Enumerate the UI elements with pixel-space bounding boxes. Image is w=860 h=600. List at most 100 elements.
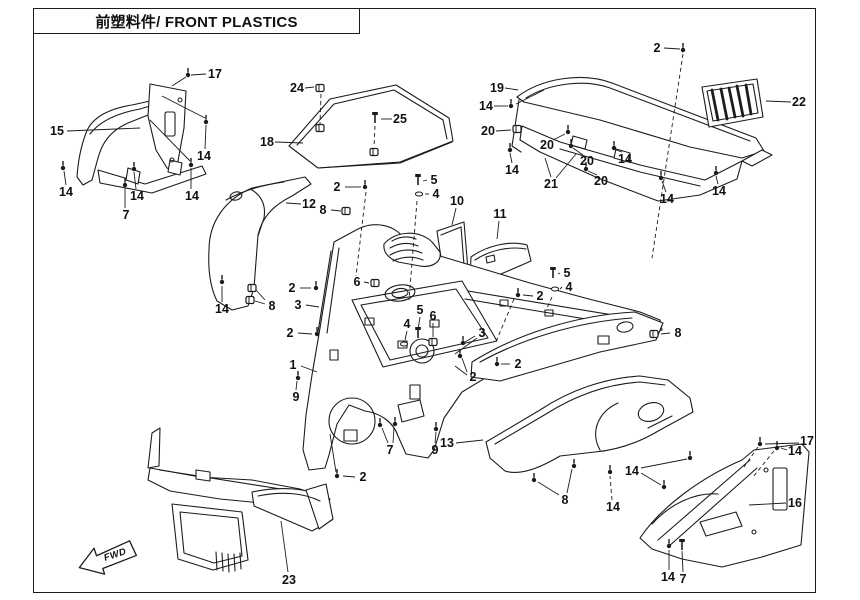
part-detail-ellipse [616, 321, 634, 333]
callout-23: 23 [282, 573, 296, 587]
leader-line [204, 124, 207, 150]
callout-24: 24 [290, 81, 304, 95]
callout-1: 1 [290, 358, 297, 372]
callout-14: 14 [788, 444, 802, 458]
part-outline [597, 335, 610, 345]
part-outline [727, 86, 737, 119]
fastener-clip-icon [247, 283, 257, 293]
callout-2: 2 [515, 357, 522, 371]
callout-14: 14 [606, 500, 620, 514]
leader-line [63, 170, 67, 186]
part-outline [639, 443, 810, 568]
part-detail-circle [751, 529, 757, 535]
fastener-screw-icon [611, 141, 617, 151]
part-outline [559, 148, 701, 187]
leader-line [537, 481, 560, 496]
leader-line [522, 294, 534, 297]
fastener-bolt-icon [415, 327, 421, 338]
part-outline [251, 189, 266, 237]
leader-line [300, 365, 318, 373]
part-outline [76, 95, 179, 186]
leader-line [342, 475, 356, 478]
part-outline [147, 427, 161, 469]
fastener-bolt-icon [679, 539, 685, 550]
part-detail-ellipse [229, 191, 243, 201]
fastener-screw-icon [457, 349, 463, 359]
leader-line [329, 433, 337, 473]
callout-7: 7 [387, 443, 394, 457]
leader-line [660, 332, 671, 335]
leader-line [546, 296, 553, 309]
callout-19: 19 [490, 81, 504, 95]
fastener-screw-icon [460, 336, 466, 346]
part-outline [699, 511, 743, 537]
fastener-screw-icon [508, 99, 514, 109]
part-outline [171, 503, 249, 571]
leader-line [651, 53, 684, 259]
leader-line [373, 125, 376, 148]
leader-line [509, 152, 513, 164]
leader-line [780, 447, 788, 451]
part-outline [470, 311, 664, 382]
callout-5: 5 [564, 266, 571, 280]
leader-line [255, 289, 266, 301]
leader-line [422, 179, 428, 182]
fastener-clip-icon [315, 123, 325, 133]
fastener-screw-icon [494, 357, 500, 367]
part-detail-ellipse [637, 401, 665, 423]
leader-line [285, 202, 302, 205]
callout-18: 18 [260, 135, 274, 149]
fastener-screw-icon [131, 162, 137, 172]
callout-5: 5 [417, 303, 424, 317]
part-outline [397, 399, 425, 423]
part-outline [735, 84, 745, 118]
callout-14: 14 [59, 185, 73, 199]
fastener-bolt-icon [415, 174, 421, 185]
leader-line [330, 209, 342, 212]
part-outline [511, 99, 522, 153]
fastener-screw-icon [713, 166, 719, 176]
leader-line [495, 129, 512, 132]
callout-9: 9 [432, 443, 439, 457]
part-outline [710, 88, 720, 122]
callout-8: 8 [675, 326, 682, 340]
part-outline [343, 429, 358, 442]
leader-line [133, 171, 137, 190]
callout-14: 14 [197, 149, 211, 163]
leader-line [640, 458, 688, 469]
leader-line [552, 133, 566, 141]
callout-14: 14 [660, 192, 674, 206]
callout-20: 20 [594, 174, 608, 188]
callout-3: 3 [479, 326, 486, 340]
leader-line [587, 170, 598, 176]
fastener-clip-icon [245, 295, 255, 305]
fastener-screw-icon [565, 125, 571, 135]
fastener-clip-icon [341, 206, 351, 216]
callout-2: 2 [654, 41, 661, 55]
callout-14: 14 [479, 99, 493, 113]
leader-line [494, 298, 515, 345]
fastener-screw-icon [203, 115, 209, 125]
callout-12: 12 [302, 197, 316, 211]
part-detail-circle [328, 397, 376, 445]
callout-4: 4 [404, 317, 411, 331]
callout-3: 3 [295, 298, 302, 312]
callout-14: 14 [625, 464, 639, 478]
leader-line [663, 47, 681, 50]
part-outline [485, 254, 496, 264]
fastener-screw-icon [313, 281, 319, 291]
fastener-clip-icon [428, 337, 438, 347]
fastener-screw-icon [666, 539, 672, 549]
fastener-screw-icon [362, 180, 368, 190]
fastener-screw-icon [680, 43, 686, 53]
fastener-screw-icon [607, 465, 613, 475]
callout-6: 6 [430, 309, 437, 323]
callout-25: 25 [393, 112, 407, 126]
callout-13: 13 [440, 436, 454, 450]
fastener-screw-icon [377, 418, 383, 428]
fastener-washer-icon [550, 286, 560, 292]
part-outline [719, 87, 729, 121]
fastener-screw-icon [757, 437, 763, 447]
leader-line [355, 191, 367, 277]
